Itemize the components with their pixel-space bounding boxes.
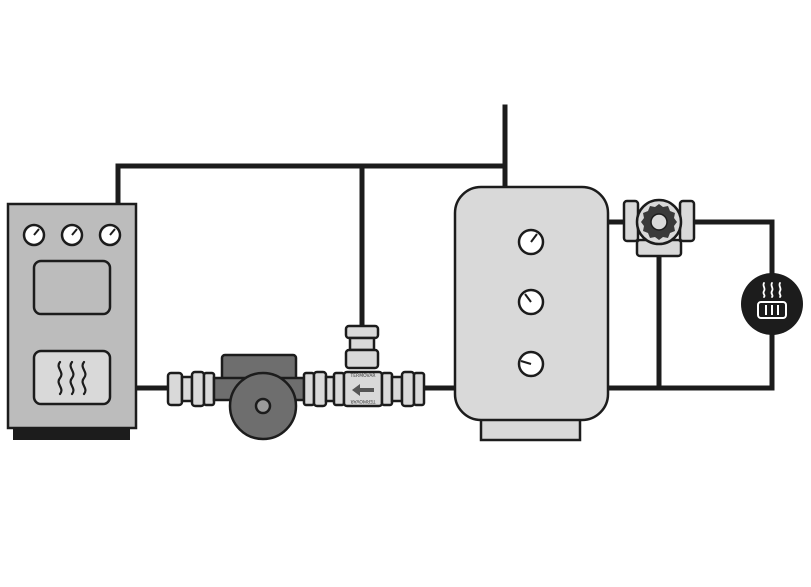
valve-top-neck (348, 336, 376, 352)
radiator-return-pipe (605, 325, 775, 391)
radiator-supply-pipe (689, 219, 775, 285)
pump-right-union (302, 370, 336, 408)
supply-pipe (115, 163, 508, 207)
valve-label-bottom: TERMOVAR (350, 398, 376, 404)
heat-waves-icon (57, 360, 87, 396)
boiler (6, 202, 138, 440)
tank-gauge-top (517, 228, 545, 256)
pipes (115, 104, 775, 391)
tank-gauge-bottom (517, 350, 545, 378)
tank-base (479, 416, 582, 442)
flow-arrow-icon (352, 384, 374, 396)
pump-hub (254, 397, 272, 415)
tank-gauge-middle (517, 288, 545, 316)
radiator-icon (741, 273, 803, 335)
valve-top-fitting (344, 348, 380, 370)
valve-top-nut (344, 324, 380, 340)
storage-tank (453, 185, 610, 442)
thermostatic-valve: TERMOVAR TERMOVAR (332, 324, 426, 408)
pump-left-union (166, 370, 216, 408)
boiler-upper-door (32, 259, 112, 316)
boiler-gauge-1 (22, 223, 46, 247)
boiler-gauge-2 (60, 223, 84, 247)
mixing-valve (622, 198, 696, 258)
boiler-gauge-3 (98, 223, 122, 247)
circulation-pump-assembly (166, 353, 336, 441)
valve-label-top: TERMOVAR (349, 373, 375, 379)
